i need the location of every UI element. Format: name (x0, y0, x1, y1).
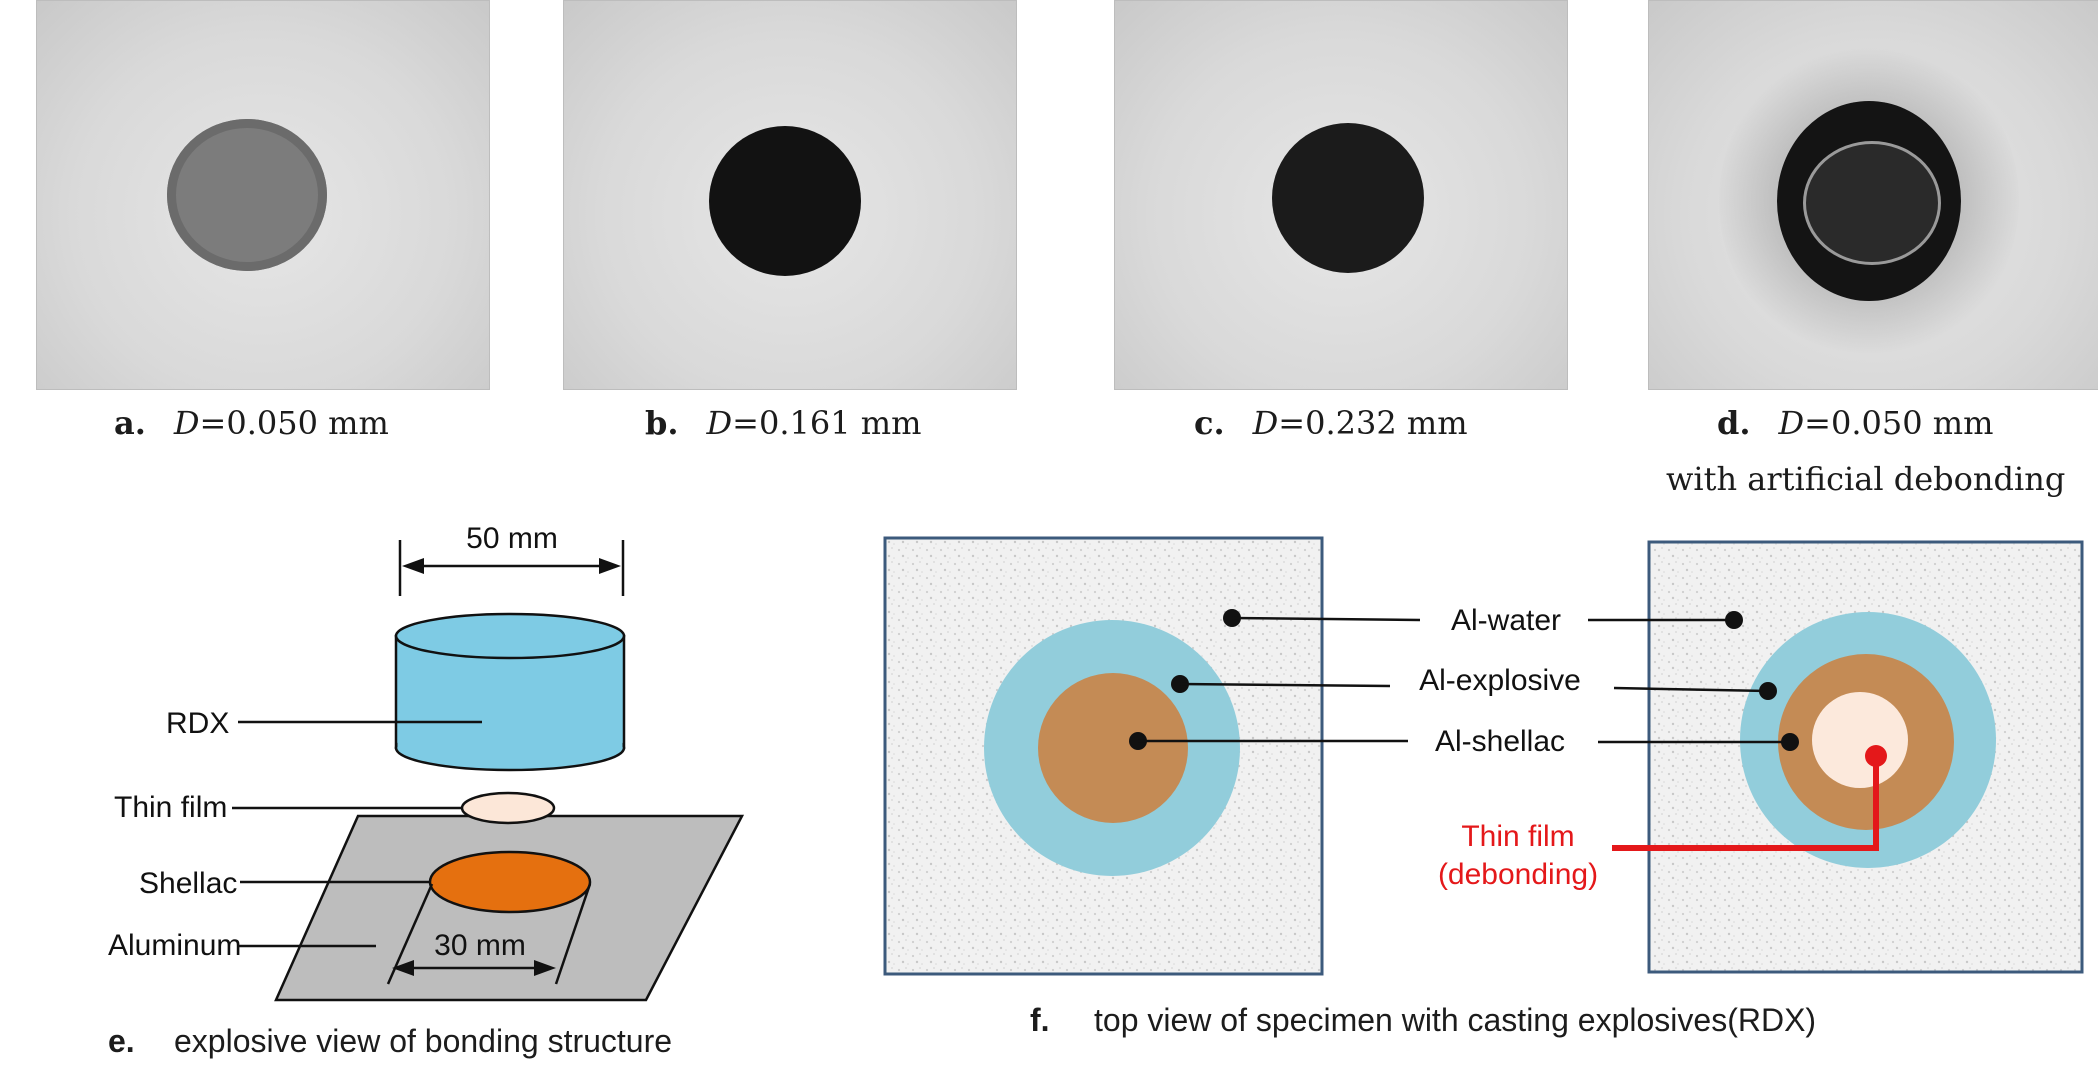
debond-dot (1865, 745, 1887, 767)
dim-bottom-arrow-right (534, 960, 556, 976)
al-explosive-leader-left (1179, 682, 1391, 688)
caption-b-value: =0.161 mm (732, 404, 922, 442)
dim-top-arrow-left (402, 558, 424, 574)
caption-c-var: D (1252, 404, 1279, 442)
photo-b (563, 0, 1017, 390)
caption-c: c. D=0.232 mm (1194, 404, 1468, 442)
debond-leader (1612, 758, 1879, 851)
al-explosive-leader-right (1613, 686, 1769, 693)
caption-f-label: f. (1030, 1002, 1050, 1038)
bonding-spot-b (709, 126, 861, 276)
caption-e-text: explosive view of bonding structure (174, 1023, 672, 1059)
diagram-f: Al-water Al-explosive Al-shellac Thin fi… (883, 536, 2084, 1038)
caption-f-text: top view of specimen with casting explos… (1094, 1002, 1816, 1038)
caption-b: b. D=0.161 mm (645, 404, 921, 442)
al-explosive-dot-right (1759, 682, 1777, 700)
caption-c-value: =0.232 mm (1278, 404, 1468, 442)
thin-film-debond-label-1: Thin film (1461, 820, 1574, 853)
photo-a (36, 0, 490, 390)
dim-bottom-arrow-left (392, 960, 414, 976)
al-shellac-dot-right (1781, 733, 1799, 751)
dim-bottom-text: 30 mm (434, 929, 526, 962)
aluminum-label: Aluminum (108, 929, 241, 962)
photo-d (1648, 0, 2098, 390)
caption-d-value: =0.050 mm (1804, 404, 1994, 442)
al-explosive-label: Al-explosive (1419, 664, 1581, 697)
bonding-spot-a (167, 119, 327, 271)
right-thin-film-zone (1812, 692, 1908, 788)
caption-a: a. D=0.050 mm (114, 404, 389, 442)
caption-b-var: D (706, 404, 733, 442)
bonding-spot-c (1272, 123, 1424, 273)
left-shellac-zone (1038, 673, 1188, 823)
caption-a-value: =0.050 mm (199, 404, 389, 442)
rdx-label: RDX (166, 707, 229, 740)
shellac-disc (428, 850, 592, 914)
al-water-leader-left (1231, 616, 1421, 622)
al-water-dot-right (1725, 611, 1743, 629)
dim-top-text: 50 mm (466, 522, 558, 555)
caption-d: d. D=0.050 mm (1717, 404, 1993, 442)
caption-d-note: with artificial debonding (1666, 460, 2066, 498)
photo-c (1114, 0, 1568, 390)
caption-b-label: b. (645, 404, 679, 442)
dim-bottom-right-ext (554, 883, 592, 985)
thin-film-disc (460, 791, 556, 825)
diagram-e: 50 mm RDX Thin film Shellac 30 mm Alumin… (108, 522, 745, 1059)
caption-d-label: d. (1717, 404, 1751, 442)
al-water-label: Al-water (1451, 604, 1561, 637)
thin-film-label: Thin film (114, 791, 227, 824)
bonding-spot-d (1777, 101, 1961, 301)
al-shellac-label: Al-shellac (1435, 725, 1565, 758)
caption-a-label: a. (114, 404, 146, 442)
shellac-label: Shellac (139, 867, 237, 900)
caption-e-label: e. (108, 1023, 135, 1059)
thin-film-debond-label-2: (debonding) (1438, 858, 1598, 891)
caption-d-var: D (1778, 404, 1805, 442)
debond-region-d (1803, 141, 1941, 265)
caption-a-var: D (173, 404, 200, 442)
caption-c-label: c. (1194, 404, 1225, 442)
rdx-cylinder (394, 612, 626, 772)
dim-top-arrow-right (599, 558, 621, 574)
